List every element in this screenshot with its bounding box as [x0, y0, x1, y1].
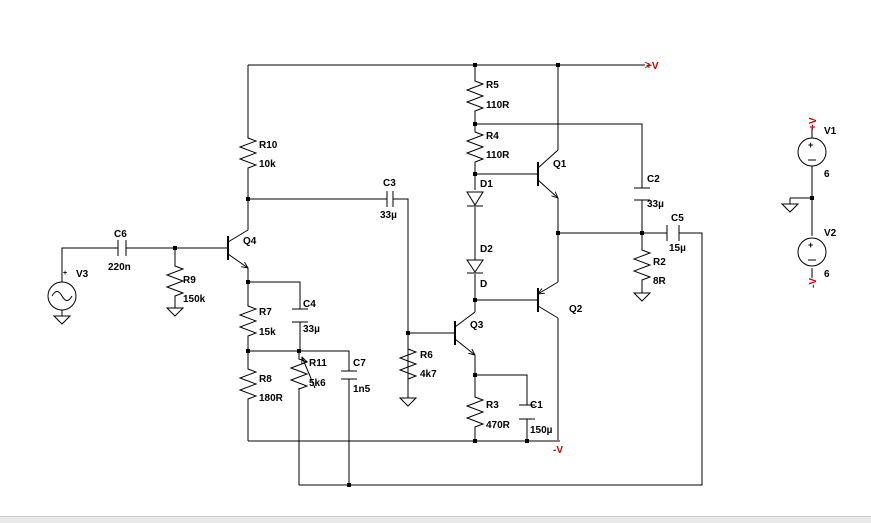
r2-ref: R2 — [653, 257, 666, 268]
c2-ref: C2 — [647, 174, 660, 185]
r6-value: 4k7 — [420, 369, 437, 380]
c5-ref: C5 — [671, 213, 684, 224]
voltage-source-v1[interactable]: + V1 6 — [797, 126, 837, 180]
r4-value: 110R — [486, 150, 510, 161]
c1-ref: C1 — [530, 400, 543, 411]
c5-value: 15µ — [669, 243, 686, 254]
r10-ref: R10 — [259, 140, 278, 151]
capacitor-c5[interactable]: C5 15µ — [666, 213, 686, 254]
r9-ref: R9 — [183, 275, 196, 286]
svg-text:+: + — [808, 240, 813, 250]
c4-ref: C4 — [303, 299, 316, 310]
v3-ref: V3 — [76, 269, 89, 280]
resistor-r10[interactable]: R10 10k — [238, 134, 278, 172]
capacitor-c4[interactable]: C4 33µ — [292, 299, 320, 335]
ground-symbols — [52, 203, 800, 407]
q1-ref: Q1 — [553, 159, 567, 170]
c2-value: 33µ — [647, 199, 664, 210]
r3-ref: R3 — [486, 400, 499, 411]
c6-value: 220n — [108, 262, 131, 273]
net-labels: +V -V +V -V — [553, 61, 819, 456]
voltage-source-v3[interactable]: + V3 — [47, 269, 89, 311]
c4-value: 33µ — [303, 324, 320, 335]
voltage-source-v2[interactable]: + V2 6 — [797, 228, 837, 280]
v2-ref: V2 — [824, 228, 837, 239]
v2-value: 6 — [824, 269, 830, 280]
diode-d1[interactable]: D1 — [466, 179, 493, 207]
svg-text:+: + — [63, 270, 67, 277]
d2-ref: D2 — [480, 244, 493, 255]
resistor-r9[interactable]: R9 150k — [165, 262, 206, 305]
net-label-d: D — [480, 279, 487, 290]
net-label-v2-minus: -V — [808, 278, 819, 288]
r4-ref: R4 — [486, 131, 499, 142]
resistor-r6[interactable]: R6 4k7 — [398, 345, 437, 383]
c7-value: 1n5 — [353, 384, 371, 395]
c3-value: 33µ — [380, 210, 397, 221]
c7-ref: C7 — [353, 358, 366, 369]
capacitor-c7[interactable]: C7 1n5 — [341, 358, 371, 395]
net-label-vminus: -V — [553, 445, 563, 456]
r5-value: 110R — [486, 100, 510, 111]
diode-d2[interactable]: D2 — [466, 244, 493, 274]
q3-ref: Q3 — [470, 320, 484, 331]
r3-value: 470R — [486, 420, 511, 431]
r8-ref: R8 — [259, 374, 272, 385]
wires — [61, 64, 813, 486]
c3-ref: C3 — [383, 178, 396, 189]
r7-ref: R7 — [259, 307, 272, 318]
net-label-v1-plus: +V — [808, 117, 819, 130]
r10-value: 10k — [259, 159, 276, 170]
resistor-r3[interactable]: R3 470R — [465, 393, 511, 433]
resistor-r11[interactable]: R11 5k6 — [289, 355, 327, 390]
capacitor-c2[interactable]: C2 33µ — [634, 174, 664, 210]
q4-ref: Q4 — [243, 236, 257, 247]
resistor-r2[interactable]: R2 8R — [632, 246, 667, 287]
transistor-q1[interactable]: Q1 — [537, 149, 567, 198]
status-bar — [0, 516, 871, 523]
r11-ref: R11 — [309, 358, 327, 369]
r7-value: 15k — [259, 327, 276, 338]
capacitor-c3[interactable]: C3 33µ — [380, 178, 397, 221]
transistor-q3[interactable]: Q3 — [454, 311, 484, 355]
transistor-q2[interactable]: Q2 — [537, 281, 583, 319]
v1-value: 6 — [824, 169, 830, 180]
net-label-vplus: +V — [646, 61, 659, 72]
capacitor-c6[interactable]: C6 220n — [108, 229, 131, 273]
q2-ref: Q2 — [569, 304, 583, 315]
resistor-r7[interactable]: R7 15k — [238, 292, 276, 340]
resistor-r8[interactable]: R8 180R — [238, 365, 284, 405]
resistor-r4[interactable]: R4 110R — [465, 127, 510, 166]
r6-ref: R6 — [420, 350, 433, 361]
d1-ref: D1 — [480, 179, 493, 190]
r5-ref: R5 — [486, 80, 499, 91]
transistor-q4[interactable]: Q4 — [227, 229, 257, 268]
c6-ref: C6 — [114, 229, 127, 240]
junction-dots — [173, 63, 814, 487]
r2-value: 8R — [653, 276, 667, 287]
v1-ref: V1 — [824, 126, 837, 137]
c1-value: 150µ — [530, 425, 553, 436]
r11-value: 5k6 — [309, 378, 326, 389]
r9-value: 150k — [183, 294, 206, 305]
capacitor-c1[interactable]: C1 150µ — [519, 400, 553, 436]
r8-value: 180R — [259, 393, 284, 404]
svg-text:+: + — [808, 140, 813, 150]
resistor-r5[interactable]: R5 110R — [465, 77, 510, 113]
